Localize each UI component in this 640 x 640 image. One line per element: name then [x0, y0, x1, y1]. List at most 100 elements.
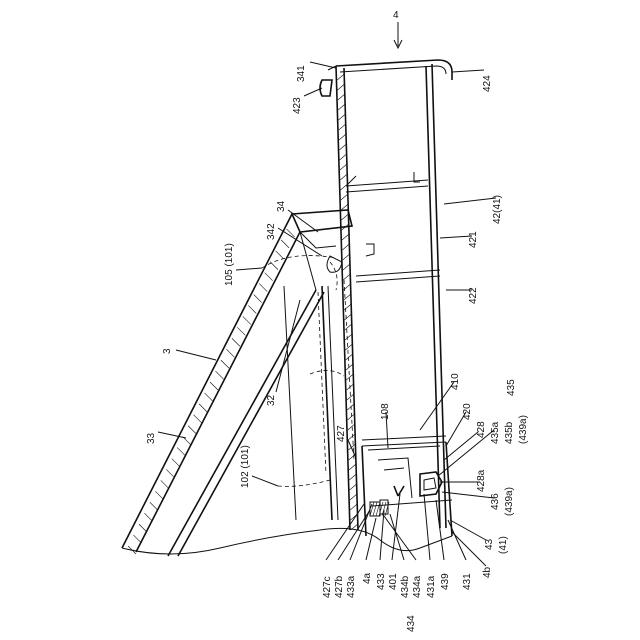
label-342: 342	[266, 223, 277, 240]
leader-line	[444, 198, 496, 204]
leader-line	[380, 510, 384, 560]
hatch-stroke	[139, 524, 147, 532]
label-427b: 427b	[334, 575, 345, 598]
hatch-stroke	[340, 174, 347, 180]
leader-line	[252, 476, 278, 486]
panel-3	[122, 214, 324, 556]
hatch-stroke	[276, 251, 284, 259]
label-427c: 427c	[322, 576, 333, 598]
hatch-stroke	[338, 94, 345, 100]
label-435: 435	[506, 379, 517, 396]
leader-line	[424, 494, 430, 560]
hatch-stroke	[350, 494, 357, 500]
hatch-stroke	[346, 354, 353, 360]
label-435a: 435a	[490, 421, 501, 444]
leader-line	[366, 518, 376, 560]
hatch-stroke	[350, 504, 357, 510]
label-431a: 431a	[426, 575, 437, 598]
hatch-stroke	[345, 324, 352, 330]
label-434b: 434b	[400, 575, 411, 598]
label-434: 434	[406, 615, 417, 632]
hatch-stroke	[350, 484, 357, 490]
hatch-stroke	[281, 240, 289, 248]
leader-line	[448, 520, 466, 560]
hatch-stroke	[188, 426, 196, 434]
label-435b: 435b	[504, 421, 515, 444]
hatch-stroke	[150, 502, 158, 510]
label-424: 424	[482, 75, 493, 92]
hatch-stroke	[346, 364, 353, 370]
hatch-stroke	[340, 164, 347, 170]
label-433a: 433a	[346, 575, 357, 598]
label-433: 433	[376, 573, 387, 590]
hatch-stroke	[349, 464, 356, 470]
label-420: 420	[462, 403, 473, 420]
hatch-stroke	[215, 371, 223, 379]
hatch-stroke	[337, 74, 344, 80]
hatch-stroke	[205, 393, 213, 401]
leader-line	[176, 350, 216, 360]
hatch-stroke	[221, 360, 229, 368]
hatch-stroke	[172, 459, 180, 467]
hatch-stroke	[343, 274, 350, 280]
label-439a-1: (439a)	[518, 415, 529, 444]
hatch-stroke	[342, 244, 349, 250]
label-341: 341	[296, 65, 307, 82]
label-43: 43	[484, 538, 495, 550]
label-3: 3	[162, 348, 173, 354]
label-434a: 434a	[412, 575, 423, 598]
hatch-stroke	[339, 144, 346, 150]
hatch-stroke	[349, 474, 356, 480]
label-427: 427	[336, 425, 347, 442]
dashed-outline-101	[262, 256, 344, 487]
hatch-stroke	[338, 104, 345, 110]
hatch-stroke	[161, 480, 169, 488]
leader-line	[158, 432, 186, 438]
hatch-stroke	[348, 434, 355, 440]
bracket-34	[292, 210, 374, 272]
leader-line	[304, 88, 322, 96]
hatch-stroke	[199, 404, 207, 412]
label-401: 401	[388, 573, 399, 590]
leader-line	[452, 70, 484, 72]
hatch-stroke	[237, 327, 245, 335]
label-428: 428	[476, 421, 487, 438]
hatch-stroke	[341, 194, 348, 200]
label-431: 431	[462, 573, 473, 590]
hatch-stroke	[343, 264, 350, 270]
hatch-stroke	[339, 124, 346, 130]
label-421: 421	[468, 231, 479, 248]
leader-line	[310, 62, 336, 68]
label-439: 439	[440, 573, 451, 590]
hatch-stroke	[210, 382, 218, 390]
hatch-stroke	[226, 349, 234, 357]
label-4a: 4a	[362, 572, 373, 584]
hatch-stroke	[340, 154, 347, 160]
hatch-stroke	[344, 314, 351, 320]
hatch-stroke	[338, 114, 345, 120]
label-4: 4	[393, 10, 399, 21]
hatch-stroke	[166, 469, 174, 477]
hatch-stroke	[339, 134, 346, 140]
label-410: 410	[450, 373, 461, 390]
hatch-stroke	[342, 234, 349, 240]
upper-frame-profile	[336, 60, 452, 530]
label-436: 436	[490, 493, 501, 510]
leader-line	[276, 300, 300, 392]
hatch-stroke	[133, 535, 141, 543]
label-423: 423	[292, 97, 303, 114]
leader-line	[444, 432, 478, 460]
label-4b: 4b	[482, 566, 493, 578]
bracket-423	[320, 66, 336, 96]
hatch-stroke	[155, 491, 163, 499]
label-33: 33	[146, 432, 157, 444]
label-439a-2: (439a)	[504, 487, 515, 516]
hatch-stroke	[348, 414, 355, 420]
label-41: (41)	[498, 536, 509, 554]
hatch-stroke	[345, 334, 352, 340]
label-102-101: 102 (101)	[240, 445, 251, 488]
hatch-stroke	[232, 338, 240, 346]
hatch-stroke	[254, 295, 262, 303]
